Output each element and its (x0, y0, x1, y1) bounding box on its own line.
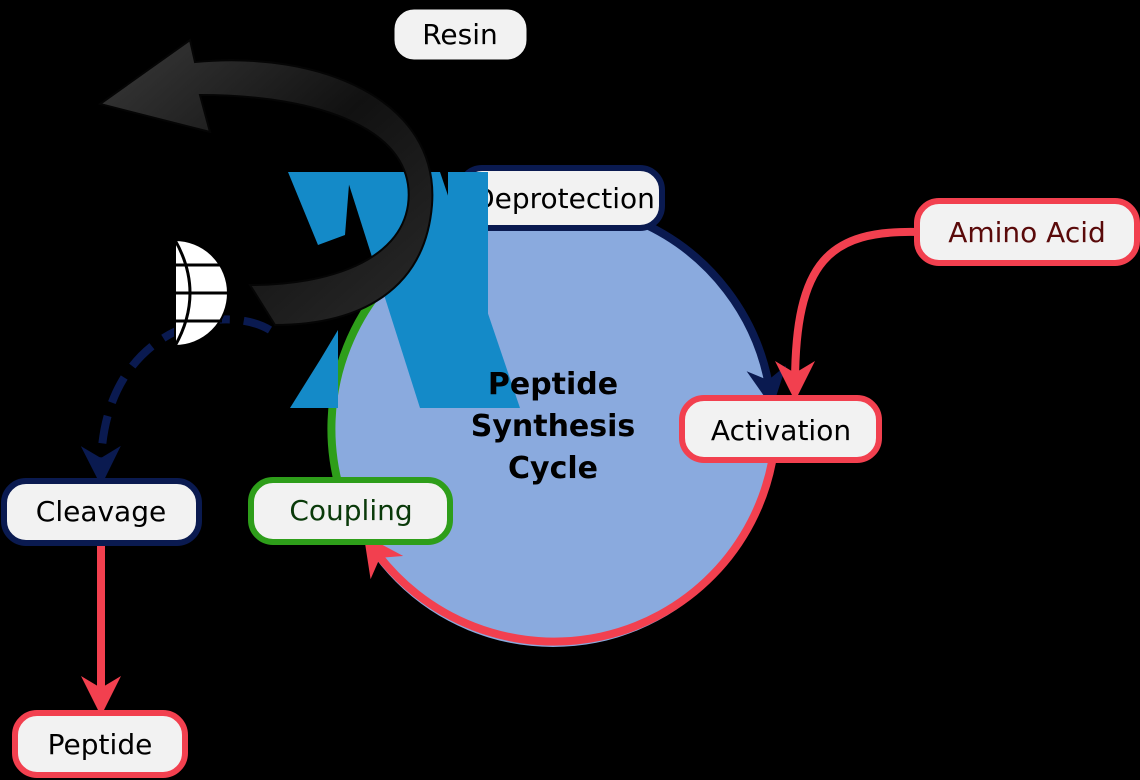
node-cleavage-label: Cleavage (36, 495, 166, 528)
arrow-activation-to-coupling (363, 461, 776, 646)
arrow-amino-acid-to-activation (775, 227, 919, 401)
node-activation: Activation (679, 395, 882, 463)
node-activation-label: Activation (711, 414, 851, 447)
node-coupling-label: Coupling (289, 494, 412, 527)
arrow-deprotection-to-activation (638, 218, 787, 408)
center-title-line-2: Synthesis (471, 409, 636, 444)
node-peptide-label: Peptide (48, 728, 153, 761)
center-title-line-1: Peptide (488, 367, 618, 402)
resin-bead-icon (173, 238, 229, 348)
n-logo-bar-icon (448, 172, 488, 235)
center-title-line-3: Cycle (508, 451, 598, 486)
node-amino-acid: Amino Acid (914, 198, 1140, 266)
node-amino-acid-label: Amino Acid (948, 216, 1106, 249)
cycle-center-title: Peptide Synthesis Cycle (471, 367, 636, 486)
node-peptide: Peptide (12, 710, 188, 778)
arrow-to-cleavage (80, 315, 273, 486)
node-coupling: Coupling (248, 477, 453, 545)
node-deprotection-label: Deprotection (473, 182, 655, 215)
node-cleavage: Cleavage (1, 478, 202, 546)
node-resin: Resin (389, 4, 532, 65)
node-resin-label: Resin (422, 18, 498, 51)
node-deprotection: Deprotection (457, 165, 665, 231)
curved-return-arrow-icon (97, 38, 434, 327)
